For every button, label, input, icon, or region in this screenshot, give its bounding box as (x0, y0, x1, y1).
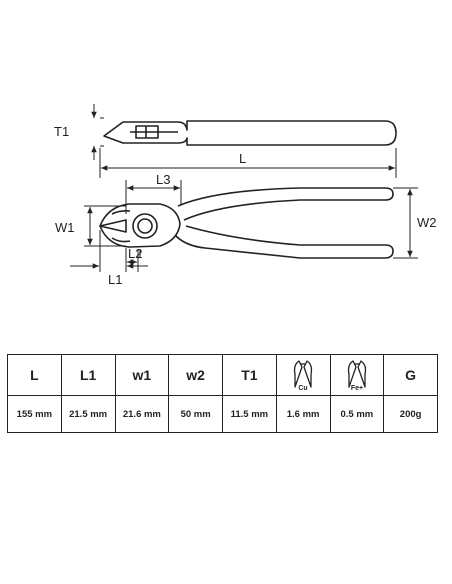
value-w2: 50 mm (168, 395, 223, 433)
table-value-row: 155 mm 21.5 mm 21.6 mm 50 mm 11.5 mm 1.6… (7, 395, 438, 433)
value-cutting-steel: 0.5 mm (329, 395, 385, 433)
dimension-label-w2: W2 (417, 215, 437, 230)
dimension-label-l3: L3 (156, 172, 170, 187)
copper-icon-label: Cu (298, 385, 307, 392)
header-w1: w1 (114, 354, 170, 396)
plier-top-view (99, 187, 394, 259)
value-g: 200g (383, 395, 438, 433)
cutting-capacity-copper-icon: Cu (293, 360, 313, 392)
dimension-label-l: L (239, 151, 246, 166)
header-l1: L1 (60, 354, 116, 396)
dimension-label-w1: W1 (55, 220, 75, 235)
specification-table: L L1 w1 w2 T1 Cu Fe+ (7, 354, 438, 433)
cutting-capacity-steel-icon: Fe+ (347, 360, 367, 392)
table-header-row: L L1 w1 w2 T1 Cu Fe+ (7, 354, 438, 396)
plier-dimension-diagram: T1 L L3 (54, 104, 437, 287)
dimension-label-t1: T1 (54, 124, 69, 139)
header-cutting-steel: Fe+ (329, 354, 385, 396)
header-w2: w2 (168, 354, 223, 396)
dimension-label-l2: L2 (128, 246, 142, 261)
dimension-label-l1: L1 (108, 272, 122, 287)
value-cutting-copper: 1.6 mm (275, 395, 331, 433)
value-l: 155 mm (7, 395, 62, 433)
header-cutting-copper: Cu (275, 354, 331, 396)
steel-icon-label: Fe+ (351, 385, 363, 392)
top-view-dimension-lines (70, 180, 418, 272)
plier-side-view (103, 120, 397, 146)
header-g: G (383, 354, 438, 396)
side-view-dimension-lines (91, 104, 397, 178)
value-w1: 21.6 mm (114, 395, 170, 433)
value-l1: 21.5 mm (60, 395, 116, 433)
value-t1: 11.5 mm (222, 395, 277, 433)
header-l: L (7, 354, 62, 396)
header-t1: T1 (222, 354, 277, 396)
